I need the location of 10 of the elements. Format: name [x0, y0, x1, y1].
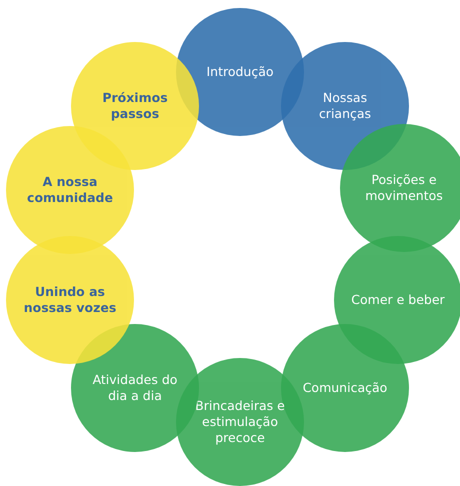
topic-label: Comunicação — [302, 380, 388, 396]
topic-label: Posições e movimentos — [364, 172, 444, 204]
topic-label: Próximos passos — [101, 90, 169, 122]
topic-label: Atividades do dia a dia — [92, 372, 178, 404]
topic-label: Unindo as nossas vozes — [22, 284, 118, 316]
topic-label: Nossas crianças — [318, 90, 372, 122]
topic-label: A nossa comunidade — [26, 174, 114, 206]
topic-label: Introdução — [206, 64, 274, 80]
topic-label: Comer e beber — [351, 292, 445, 308]
topic-label: Brincadeiras e estimulação precoce — [194, 398, 286, 446]
